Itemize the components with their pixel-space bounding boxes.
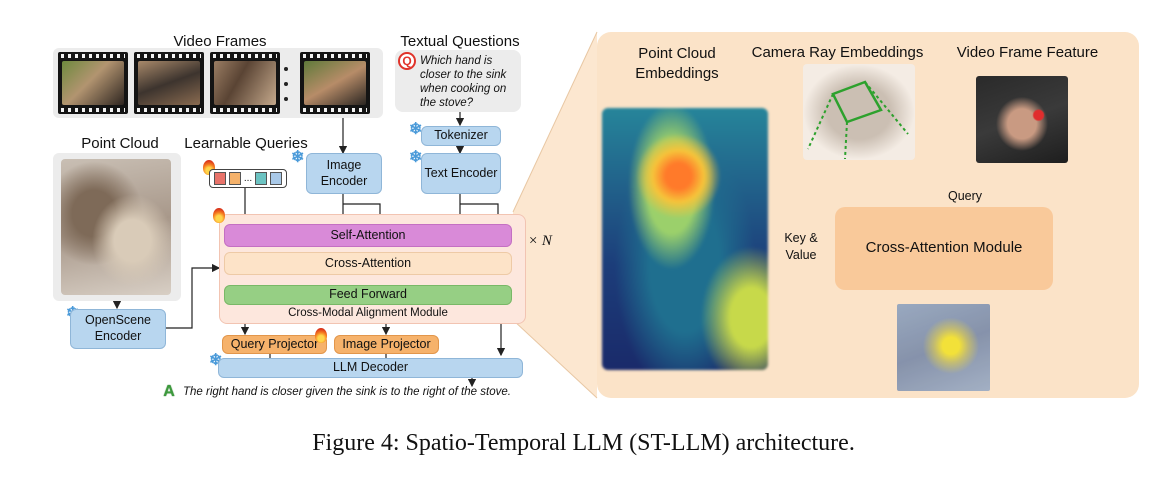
textual-questions-title: Textual Questions bbox=[400, 33, 520, 50]
llm-decoder-box: LLM Decoder bbox=[218, 358, 523, 378]
times-n-label: × N bbox=[528, 233, 552, 249]
query-projector-box: Query Projector bbox=[222, 335, 327, 354]
fire-icon bbox=[315, 328, 327, 343]
cross-attention-block: Cross-Attention bbox=[224, 252, 512, 275]
question-text: Which hand is closer to the sink when co… bbox=[420, 55, 507, 110]
snowflake-icon: ❄ bbox=[409, 121, 423, 138]
video-frame-1 bbox=[58, 52, 128, 114]
video-frame-3 bbox=[210, 52, 280, 114]
self-attention-block: Self-Attention bbox=[224, 224, 512, 247]
openscene-encoder-box: OpenScene Encoder bbox=[70, 309, 166, 349]
answer-icon: A bbox=[163, 383, 175, 400]
camera-ray-embeddings-title: Camera Ray Embeddings bbox=[751, 44, 924, 61]
point-cloud-embeddings-image bbox=[602, 108, 768, 370]
video-frame-4 bbox=[300, 52, 370, 114]
learnable-queries-title: Learnable Queries bbox=[184, 135, 308, 152]
video-frame-feature-title: Video Frame Feature bbox=[956, 44, 1099, 61]
cma-module-label: Cross-Modal Alignment Module bbox=[288, 307, 448, 319]
question-icon: Q bbox=[398, 52, 416, 70]
feed-forward-block: Feed Forward bbox=[224, 285, 512, 305]
point-cloud-embeddings-title: Point Cloud Embeddings bbox=[635, 45, 719, 82]
ellipsis-icon bbox=[282, 67, 290, 101]
figure-caption: Figure 4: Spatio-Temporal LLM (ST-LLM) a… bbox=[312, 430, 855, 456]
image-encoder-box: Image Encoder bbox=[306, 153, 382, 194]
video-frame-2 bbox=[134, 52, 204, 114]
image-projector-box: Image Projector bbox=[334, 335, 439, 354]
point-cloud-image bbox=[53, 153, 181, 301]
snowflake-icon: ❄ bbox=[409, 149, 423, 166]
point-cloud-title: Point Cloud bbox=[81, 135, 159, 152]
key-value-label: Key & Value bbox=[784, 231, 818, 262]
snowflake-icon: ❄ bbox=[291, 149, 305, 166]
video-frames-title: Video Frames bbox=[173, 33, 267, 50]
camera-ray-embeddings-image bbox=[803, 64, 915, 160]
cross-attention-module-box: Cross-Attention Module bbox=[835, 207, 1053, 290]
question-bubble bbox=[395, 50, 521, 112]
fire-icon bbox=[213, 208, 225, 223]
learnable-queries-tokens: ... bbox=[209, 169, 287, 188]
answer-text: The right hand is closer given the sink … bbox=[183, 386, 511, 398]
video-frame-feature-image bbox=[976, 76, 1068, 163]
text-encoder-box: Text Encoder bbox=[421, 153, 501, 194]
camera-ray-overlay bbox=[807, 80, 909, 160]
attention-output-image bbox=[897, 304, 990, 391]
tokenizer-box: Tokenizer bbox=[421, 126, 501, 146]
query-label: Query bbox=[948, 189, 983, 203]
